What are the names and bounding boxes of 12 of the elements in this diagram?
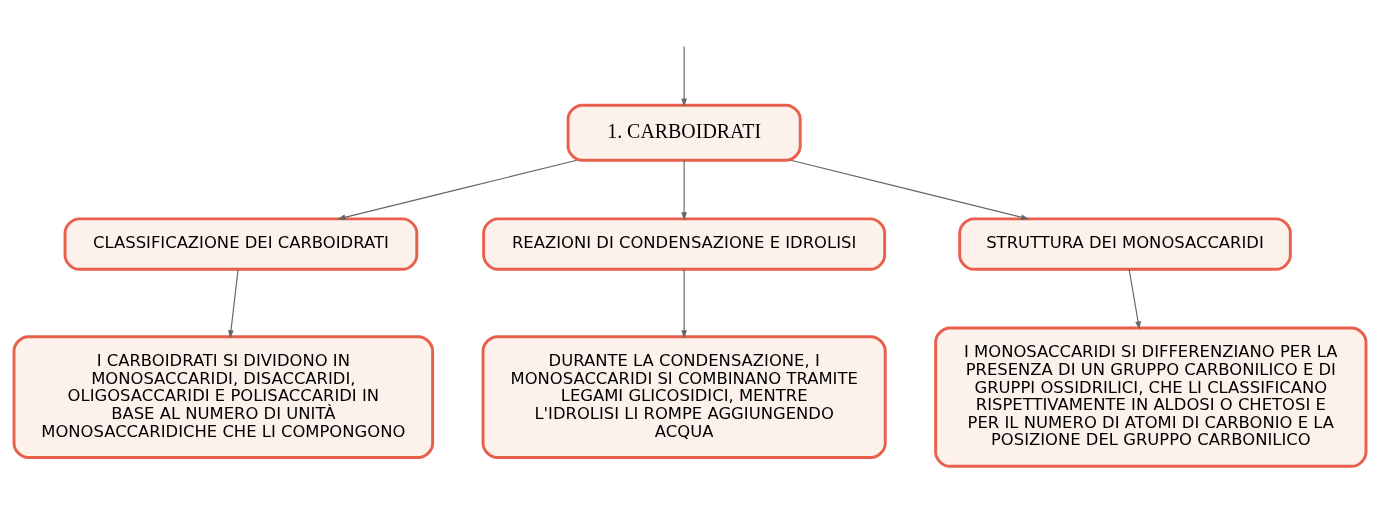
arrow: [227, 268, 239, 338]
arrow: [680, 159, 687, 220]
arrow: [789, 159, 1029, 220]
node-box: I CARBOIDRATI SI DIVIDONO IN MONOSACCARIDI, DISACCARIDI, OLIGOSACCARIDI E POLISACCARIDI IN BASE AL NUMERO DI UNITÀ MONOSACCARIDICHE CHE LI COMPONGONO: [12, 334, 434, 459]
node-box: REAZIONI DI CONDENSAZIONE E IDROLISI: [481, 216, 886, 271]
node-box: 1. CARBOIDRATI: [566, 103, 802, 162]
node-box: I MONOSACCARIDI SI DIFFERENZIANO PER LA PRESENZA DI UN GRUPPO CARBONILICO E DI GRUPPI OSSIDRILICI, CHE LI CLASSIFICANO RISPETTIVAMENTE IN ALDOSI O CHETOSI E PER IL NUMERO DI ATOMI DI CARBONIO E LA POSIZIONE DEL GRUPPO CARBONILICO: [933, 326, 1367, 468]
node-box: DURANTE LA CONDENSAZIONE, I MONOSACCARIDI SI COMBINANO TRAMITE LEGAMI GLICOSIDICI, MENTRE L'IDROLISI LI ROMPE AGGIUNGENDO ACQUA: [481, 334, 887, 459]
arrow: [336, 159, 577, 220]
arrow: [680, 45, 687, 107]
arrow: [680, 268, 687, 338]
arrow: [1128, 268, 1141, 330]
